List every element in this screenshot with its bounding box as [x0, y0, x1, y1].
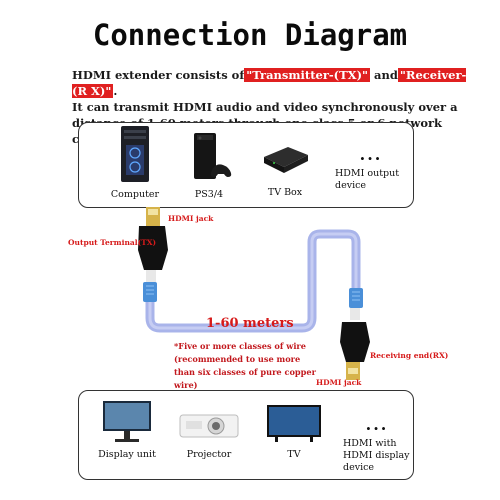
display-label: Display unit	[98, 449, 156, 460]
source-computer: Computer	[105, 125, 165, 201]
source-label: HDMI output device	[335, 168, 400, 191]
monitor-icon	[103, 401, 151, 442]
transmitter-highlight: "Transmitter-(TX)"	[244, 68, 371, 82]
display-projector: Projector	[169, 405, 249, 461]
display-label: Projector	[186, 449, 232, 460]
output-terminal-label: Output Terminal(TX)	[68, 238, 157, 247]
display-label: HDMI with HDMI display device	[343, 438, 410, 473]
projector-icon	[179, 414, 239, 438]
page-title: Connection Diagram	[92, 18, 408, 52]
hdmi-jack-top-label: HDMI jack	[168, 214, 214, 223]
display-tv: TV	[259, 403, 329, 461]
source-devices-box: Computer PS3/4 TV Box ... HDMI output de…	[78, 122, 414, 208]
more-icon: ...	[365, 415, 389, 434]
tx-adapter	[138, 207, 168, 302]
intro-part2: .	[113, 84, 118, 98]
cable-note: *Five or more classes of wire (recommend…	[174, 341, 316, 390]
source-console: PS3/4	[181, 133, 237, 201]
source-label: Computer	[110, 189, 160, 200]
more-icon: ...	[359, 145, 383, 164]
tv-box-icon	[264, 147, 308, 173]
tv-icon	[267, 405, 321, 442]
intro-and: and	[370, 68, 398, 82]
display-label: TV	[287, 449, 301, 460]
computer-icon	[121, 126, 149, 182]
distance-label: 1-60 meters	[206, 316, 294, 331]
game-console-icon	[194, 133, 232, 179]
hdmi-jack-bottom-label: HDMI jack	[316, 378, 362, 387]
display-monitor: Display unit	[95, 399, 159, 461]
intro-part1: HDMI extender consists of	[72, 68, 245, 82]
display-more: ... HDMI with HDMI display device	[337, 415, 417, 474]
source-label: TV Box	[267, 187, 303, 198]
receiving-end-label: Receiving end(RX)	[370, 351, 449, 360]
source-more: ... HDMI output device	[329, 145, 413, 192]
source-label: PS3/4	[194, 189, 224, 200]
display-devices-box: Display unit Projector TV ... HDMI with …	[78, 390, 414, 480]
source-tvbox: TV Box	[249, 141, 321, 199]
rx-adapter	[340, 288, 370, 380]
